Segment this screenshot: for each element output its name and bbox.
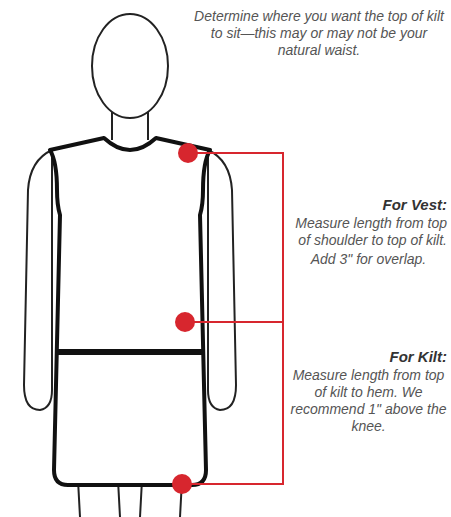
measure-note: Measure length from top of shoulder to t… — [290, 215, 447, 249]
left-arm — [24, 150, 52, 410]
measure-bracket — [182, 153, 283, 484]
measure-dots — [172, 143, 198, 494]
kilt-top-dot — [175, 312, 195, 332]
section-heading: For Kilt: — [290, 348, 447, 365]
right-arm — [208, 150, 236, 410]
bracket-line — [182, 153, 283, 484]
measure-note: Measure length from top of kilt to hem. … — [290, 367, 447, 435]
vest-outline — [50, 138, 210, 485]
kilt-top-band — [57, 349, 205, 355]
overlap-note: Add 3" for overlap. — [290, 251, 447, 268]
section-heading: For Vest: — [290, 196, 447, 213]
head — [92, 14, 168, 118]
bracket-tick — [185, 321, 283, 323]
shoulder-dot — [178, 143, 198, 163]
instruction-note: Determine where you want the top of kilt… — [192, 8, 446, 59]
hem-dot — [172, 474, 192, 494]
